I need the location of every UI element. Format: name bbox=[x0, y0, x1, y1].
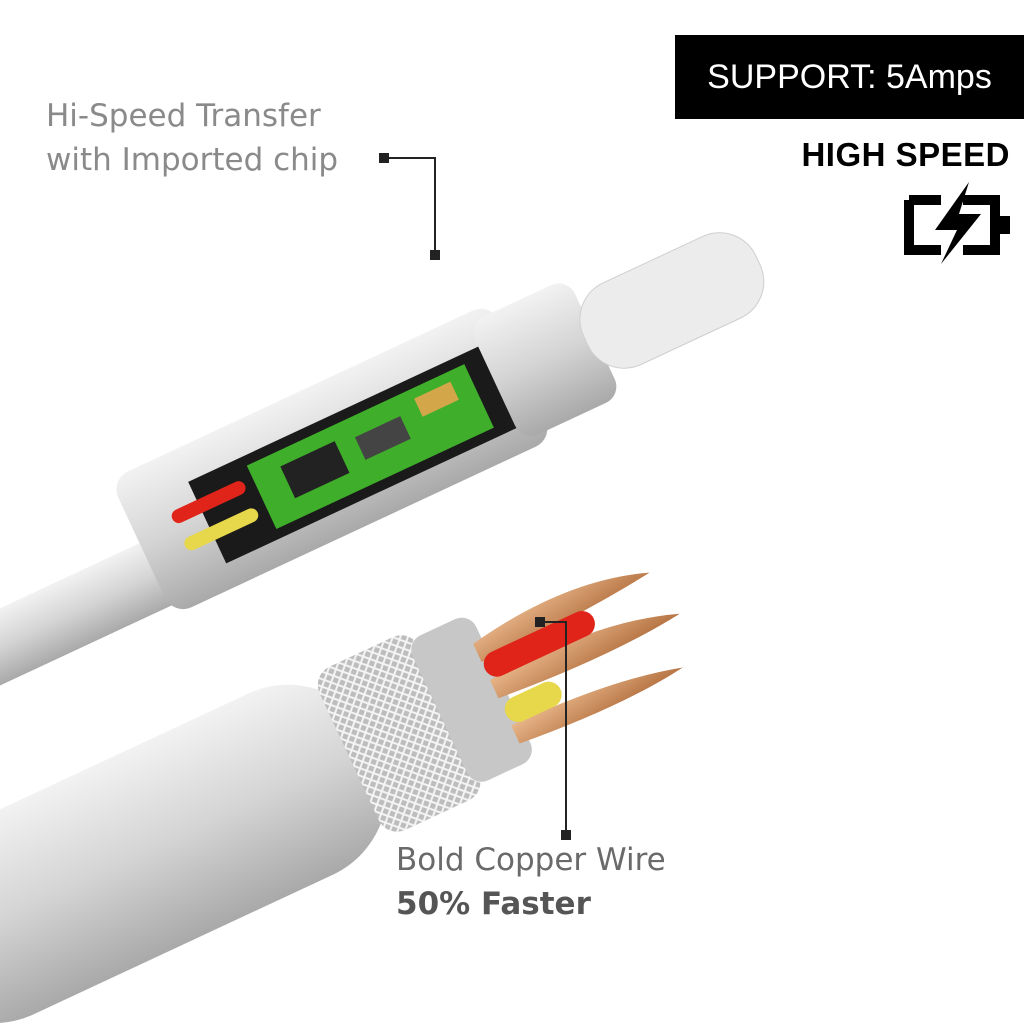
top-cable bbox=[0, 232, 765, 694]
wire-callout-line2: 50% Faster bbox=[396, 886, 591, 922]
wire-callout: Bold Copper Wire 50% Faster bbox=[396, 838, 666, 926]
battery-charging-icon bbox=[904, 182, 1010, 264]
chip-callout-line1: Hi-Speed Transfer bbox=[46, 98, 321, 134]
high-speed-label: HIGH SPEED bbox=[801, 136, 1010, 173]
bottom-cable bbox=[0, 572, 683, 1024]
chip-leader-line bbox=[379, 153, 440, 260]
wire-callout-line1: Bold Copper Wire bbox=[396, 842, 666, 878]
chip-callout: Hi-Speed Transfer with Imported chip bbox=[46, 94, 338, 182]
wire-leader-line bbox=[535, 617, 571, 840]
support-badge-text: SUPPORT: 5Amps bbox=[707, 57, 992, 96]
chip-callout-line2: with Imported chip bbox=[46, 142, 339, 178]
support-badge: SUPPORT: 5Amps bbox=[675, 35, 1024, 119]
